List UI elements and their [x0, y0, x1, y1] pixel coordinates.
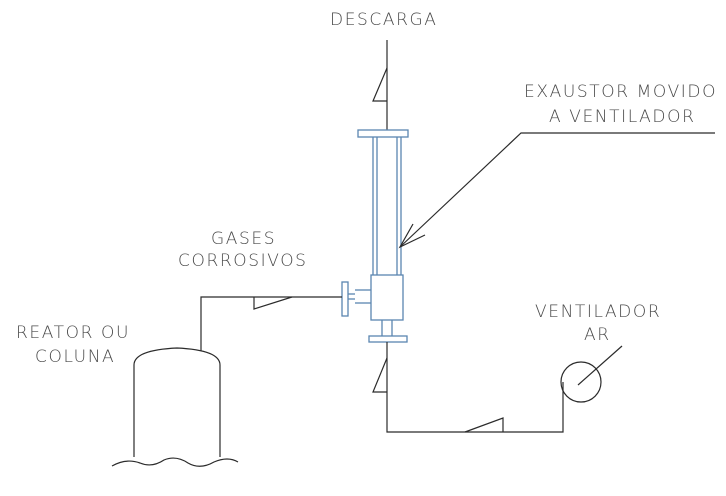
- label-descarga: DESCARGA: [330, 10, 438, 30]
- label-exaustor-line2: A VENTILADOR: [549, 107, 696, 127]
- label-ventilador-line2: AR: [584, 325, 611, 345]
- bottom-flange: [368, 335, 408, 343]
- label-reator-line2: COLUNA: [35, 347, 115, 367]
- label-exaustor-line1: EXAUSTOR MOVIDO: [524, 82, 717, 102]
- label-ventilador-line1: VENTILADOR: [535, 302, 661, 322]
- flow-arrow-discharge: [372, 67, 388, 102]
- flow-arrow-gas: [253, 296, 293, 310]
- air-line: [372, 342, 564, 433]
- top-flange: [357, 129, 409, 138]
- label-gases-line1: GASES: [211, 229, 276, 249]
- fan-leader-line: [577, 345, 623, 386]
- flow-arrow-air-horizontal: [464, 417, 504, 433]
- break-line: [111, 457, 239, 467]
- exhauster-ejector: [341, 129, 409, 343]
- reactor-vessel: [133, 347, 221, 457]
- flow-arrow-air-vertical: [372, 357, 388, 393]
- exaustor-pointer: [398, 132, 715, 249]
- ventilator-fan: [560, 345, 623, 403]
- gas-inlet-line: [200, 296, 342, 351]
- side-flange: [341, 281, 349, 317]
- suction-chamber: [370, 274, 404, 321]
- fan-casing: [560, 361, 602, 403]
- reactor-column: [111, 347, 239, 467]
- label-reator-line1: REATOR OU: [16, 323, 130, 343]
- discharge-line: [372, 40, 388, 130]
- label-gases-line2: CORROSIVOS: [178, 251, 308, 271]
